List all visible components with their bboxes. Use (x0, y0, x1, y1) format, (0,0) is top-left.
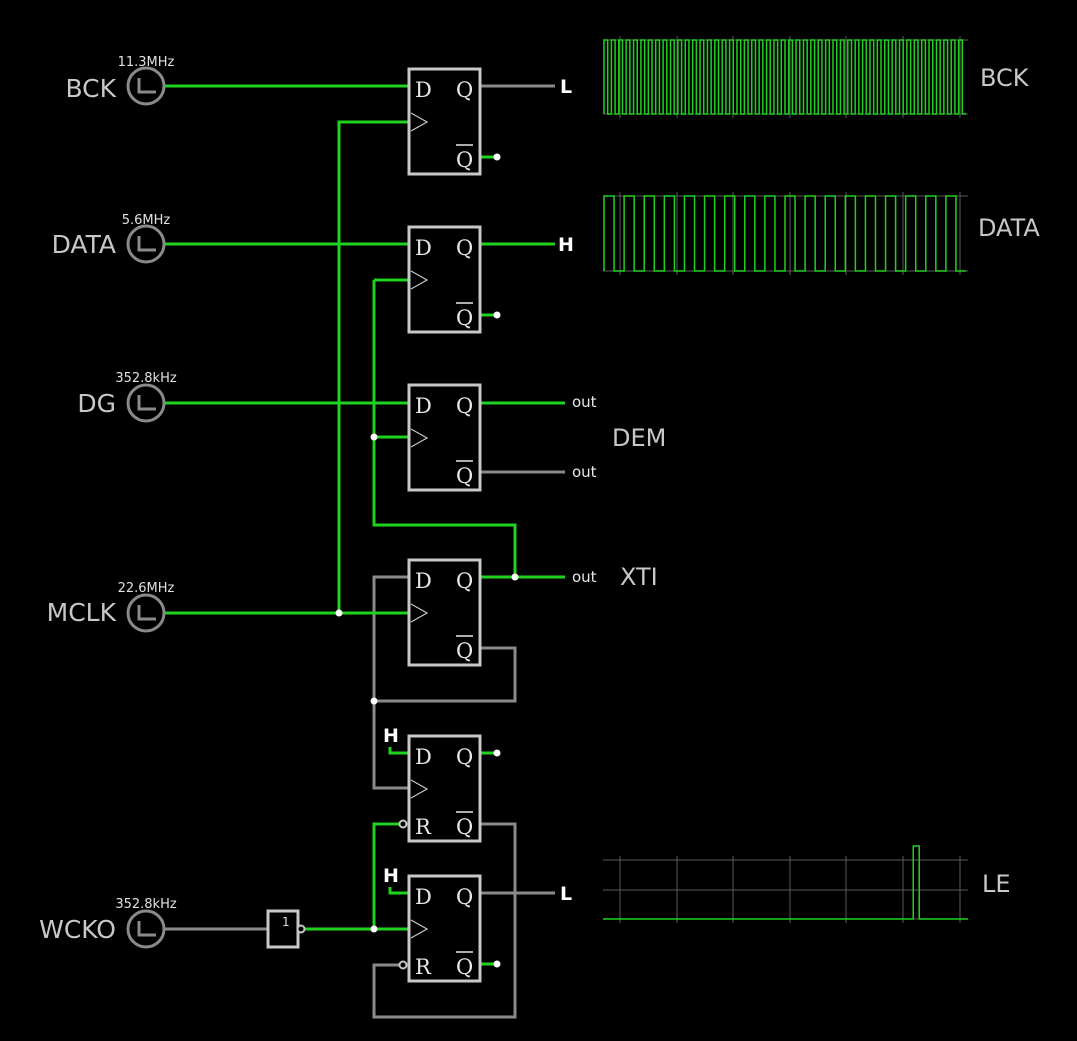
probe-h-1: H (558, 234, 574, 256)
flipflop-5[interactable]: D Q R Q (398, 734, 482, 843)
scope-le: LE (603, 845, 1011, 923)
ff-q-label: Q (456, 236, 473, 260)
clock-triangle-icon (410, 779, 429, 799)
ff-qbar-label: Q (456, 639, 473, 663)
source-wcko[interactable]: WCKO 352.8kHz (39, 897, 177, 949)
flipflop-2[interactable]: D Q Q (407, 225, 482, 334)
ff-d-label: D (415, 236, 432, 260)
probe-l-2: L (560, 883, 572, 905)
clock-icon (126, 383, 166, 423)
output-name-dem: DEM (612, 424, 666, 452)
source-label: WCKO (39, 915, 116, 944)
ff-qbar-label: Q (456, 306, 473, 330)
ff-qbar-label: Q (456, 955, 473, 979)
junctions (335, 153, 519, 968)
clock-triangle-icon (410, 919, 429, 939)
source-frequency: 5.6MHz (122, 213, 171, 228)
output-label: out (572, 463, 597, 481)
scope-data: DATA (603, 192, 1040, 275)
ff-d-label: D (415, 885, 432, 909)
scope-bck: BCK (603, 36, 1030, 118)
ff-r-label: R (415, 815, 432, 839)
flipflop-4[interactable]: D Q Q (407, 558, 482, 667)
clock-icon (126, 593, 166, 633)
clock-triangle-icon (410, 428, 429, 448)
ff-qbar-label: Q (456, 464, 473, 488)
ff-d-label: D (415, 78, 432, 102)
clock-triangle-icon (410, 603, 429, 623)
const-h-2: H (383, 865, 399, 887)
ff-q-label: Q (456, 745, 473, 769)
ff-q-label: Q (456, 569, 473, 593)
flipflop-3[interactable]: D Q Q (407, 383, 482, 492)
ff-q-label: Q (456, 78, 473, 102)
source-mclk[interactable]: MCLK 22.6MHz (47, 581, 175, 633)
source-frequency: 11.3MHz (118, 55, 175, 70)
source-label: DG (77, 389, 116, 418)
ff-d-label: D (415, 745, 432, 769)
ff-d-label: D (415, 569, 432, 593)
clock-icon (126, 909, 166, 949)
source-data[interactable]: DATA 5.6MHz (52, 213, 171, 264)
ff-qbar-label: Q (456, 815, 473, 839)
flipflop-1[interactable]: D Q Q (407, 67, 482, 176)
probe-l-1: L (560, 76, 572, 98)
source-label: BCK (65, 74, 116, 103)
flipflop-6[interactable]: D Q R Q (398, 874, 482, 983)
source-bck[interactable]: BCK 11.3MHz (65, 55, 175, 106)
output-label: out (572, 393, 597, 411)
gate-label: 1 (282, 915, 290, 929)
scope-label: LE (982, 870, 1011, 898)
clock-triangle-icon (410, 112, 429, 132)
wires-low (165, 84, 565, 1019)
source-label: DATA (52, 230, 116, 259)
source-frequency: 352.8kHz (115, 371, 177, 386)
not-gate[interactable]: 1 (266, 909, 306, 949)
wires-high (165, 84, 565, 966)
ff-r-label: R (415, 955, 432, 979)
ff-q-label: Q (456, 885, 473, 909)
clock-triangle-icon (410, 270, 429, 290)
source-frequency: 352.8kHz (115, 897, 177, 912)
const-h-1: H (383, 725, 399, 747)
ff-q-label: Q (456, 394, 473, 418)
source-label: MCLK (47, 598, 117, 627)
ff-d-label: D (415, 394, 432, 418)
output-label: out (572, 568, 597, 586)
clock-icon (126, 224, 166, 264)
source-frequency: 22.6MHz (118, 581, 175, 596)
scope-label: DATA (978, 214, 1040, 242)
output-name-xti: XTI (620, 563, 658, 591)
ff-qbar-label: Q (456, 148, 473, 172)
clock-icon (126, 66, 166, 106)
source-dg[interactable]: DG 352.8kHz (77, 371, 177, 423)
scope-label: BCK (980, 64, 1030, 92)
